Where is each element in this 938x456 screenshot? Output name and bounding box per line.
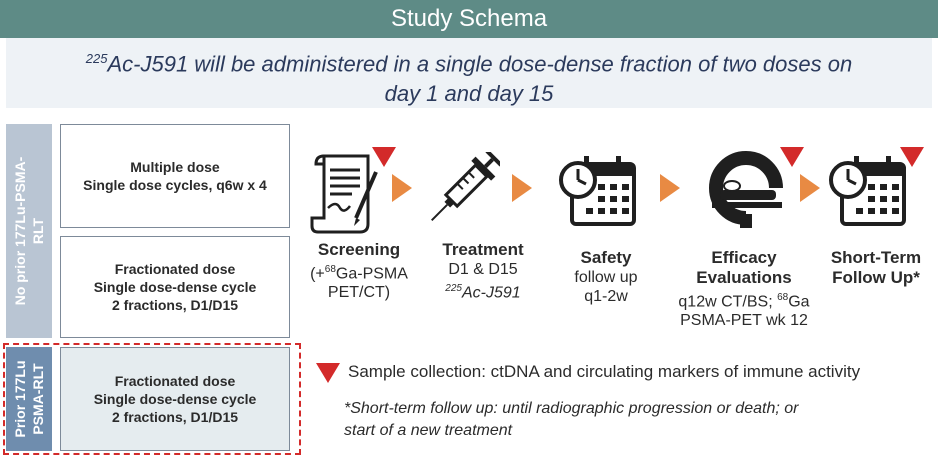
arm-box-multiple-dose: Multiple dose Single dose cycles, q6w x … <box>60 124 290 228</box>
footnote-line1: *Short-term follow up: until radiographi… <box>344 400 799 417</box>
scanner-icon <box>709 151 783 228</box>
step-screening: Screening (+68Ga-PSMA PET/CT) <box>296 240 422 302</box>
arm3-line3: 2 fractions, D1/D15 <box>111 409 239 425</box>
subtitle-box: 225Ac-J591 will be administered in a sin… <box>6 38 932 108</box>
step-efficacy-title2: Evaluations <box>696 268 792 287</box>
sample-marker-icon <box>372 147 396 167</box>
header-bar: Study Schema <box>0 0 938 38</box>
arm1-line1: Multiple dose <box>130 159 220 175</box>
treatment-sup: 225 <box>445 283 462 294</box>
side-label-prior: Prior 177Lu PSMA-RLT <box>6 347 52 451</box>
screening-sup: 68 <box>324 264 336 275</box>
arm3-line1: Fractionated dose <box>114 373 236 389</box>
arm-box-fractionated-no-prior: Fractionated dose Single dose-dense cycl… <box>60 236 290 338</box>
step-efficacy-title1: Efficacy <box>711 248 777 267</box>
step-screening-line2: PET/CT) <box>327 284 391 302</box>
sample-marker-icon <box>780 147 804 167</box>
sample-marker-icon <box>900 147 924 167</box>
arm3-line2: Single dose-dense cycle <box>93 391 257 407</box>
screening-prefix: (+ <box>310 265 325 283</box>
page-title: Study Schema <box>390 5 548 32</box>
step-safety: Safety follow up q1-2w <box>554 248 658 306</box>
step-shortterm: Short-Term Follow Up* <box>818 248 934 288</box>
step-shortterm-title1: Short-Term <box>830 248 922 267</box>
syringe-icon <box>431 152 500 221</box>
step-treatment-line2: 225Ac-J591 <box>418 279 548 302</box>
arm2-line2: Single dose-dense cycle <box>93 279 257 295</box>
legend-marker-icon <box>316 363 340 383</box>
step-screening-line1: (+68Ga-PSMA <box>296 260 422 283</box>
screening-post: Ga-PSMA <box>335 265 408 283</box>
prior-group-frame <box>3 343 301 455</box>
subtitle-sup: 225 <box>85 51 108 66</box>
calendar-clock-icon <box>559 156 636 226</box>
arm-box-fractionated-prior: Fractionated dose Single dose-dense cycl… <box>60 347 290 451</box>
step-safety-line2: q1-2w <box>584 288 628 305</box>
side-label-no-prior-text: No prior 177Lu-PSMA-RLT <box>12 156 46 306</box>
document-icon <box>310 154 378 234</box>
calendar-clock-icon <box>829 156 906 226</box>
step-efficacy: Efficacy Evaluations q12w CT/BS; 68Ga PS… <box>664 248 824 330</box>
flow-arrow-icon <box>392 174 412 202</box>
subtitle-text: Ac-J591 will be administered in a single… <box>107 51 853 77</box>
step-safety-line1: follow up <box>574 269 638 286</box>
arm2-line3: 2 fractions, D1/D15 <box>111 297 239 313</box>
flow-arrow-icon <box>512 174 532 202</box>
footnote-line2: start of a new treatment <box>344 422 513 439</box>
subtitle-line2: day 1 and day 15 <box>384 81 554 107</box>
footnote: *Short-term follow up: until radiographi… <box>344 398 924 442</box>
efficacy-post: Ga <box>788 293 810 311</box>
step-treatment-line1: D1 & D15 <box>448 261 518 278</box>
treatment-drug: Ac-J591 <box>461 284 521 302</box>
step-treatment-title: Treatment <box>442 240 524 259</box>
subtitle-line1: 225Ac-J591 will be administered in a sin… <box>6 44 932 79</box>
step-treatment: Treatment D1 & D15 225Ac-J591 <box>418 240 548 302</box>
step-safety-title: Safety <box>580 248 632 267</box>
legend-text: Sample collection: ctDNA and circulating… <box>348 362 861 381</box>
step-shortterm-title2: Follow Up* <box>832 268 920 287</box>
flow-arrow-icon <box>800 174 820 202</box>
arm1-line2: Single dose cycles, q6w x 4 <box>83 177 267 193</box>
step-efficacy-line1: q12w CT/BS; 68Ga <box>664 288 824 311</box>
efficacy-prefix: q12w CT/BS; <box>678 293 778 311</box>
efficacy-sup: 68 <box>777 292 789 303</box>
arm2-line1: Fractionated dose <box>114 261 236 277</box>
step-screening-title: Screening <box>317 240 401 259</box>
step-efficacy-line2: PSMA-PET wk 12 <box>680 312 808 330</box>
flow-arrow-icon <box>660 174 680 202</box>
side-label-no-prior: No prior 177Lu-PSMA-RLT <box>6 124 52 338</box>
